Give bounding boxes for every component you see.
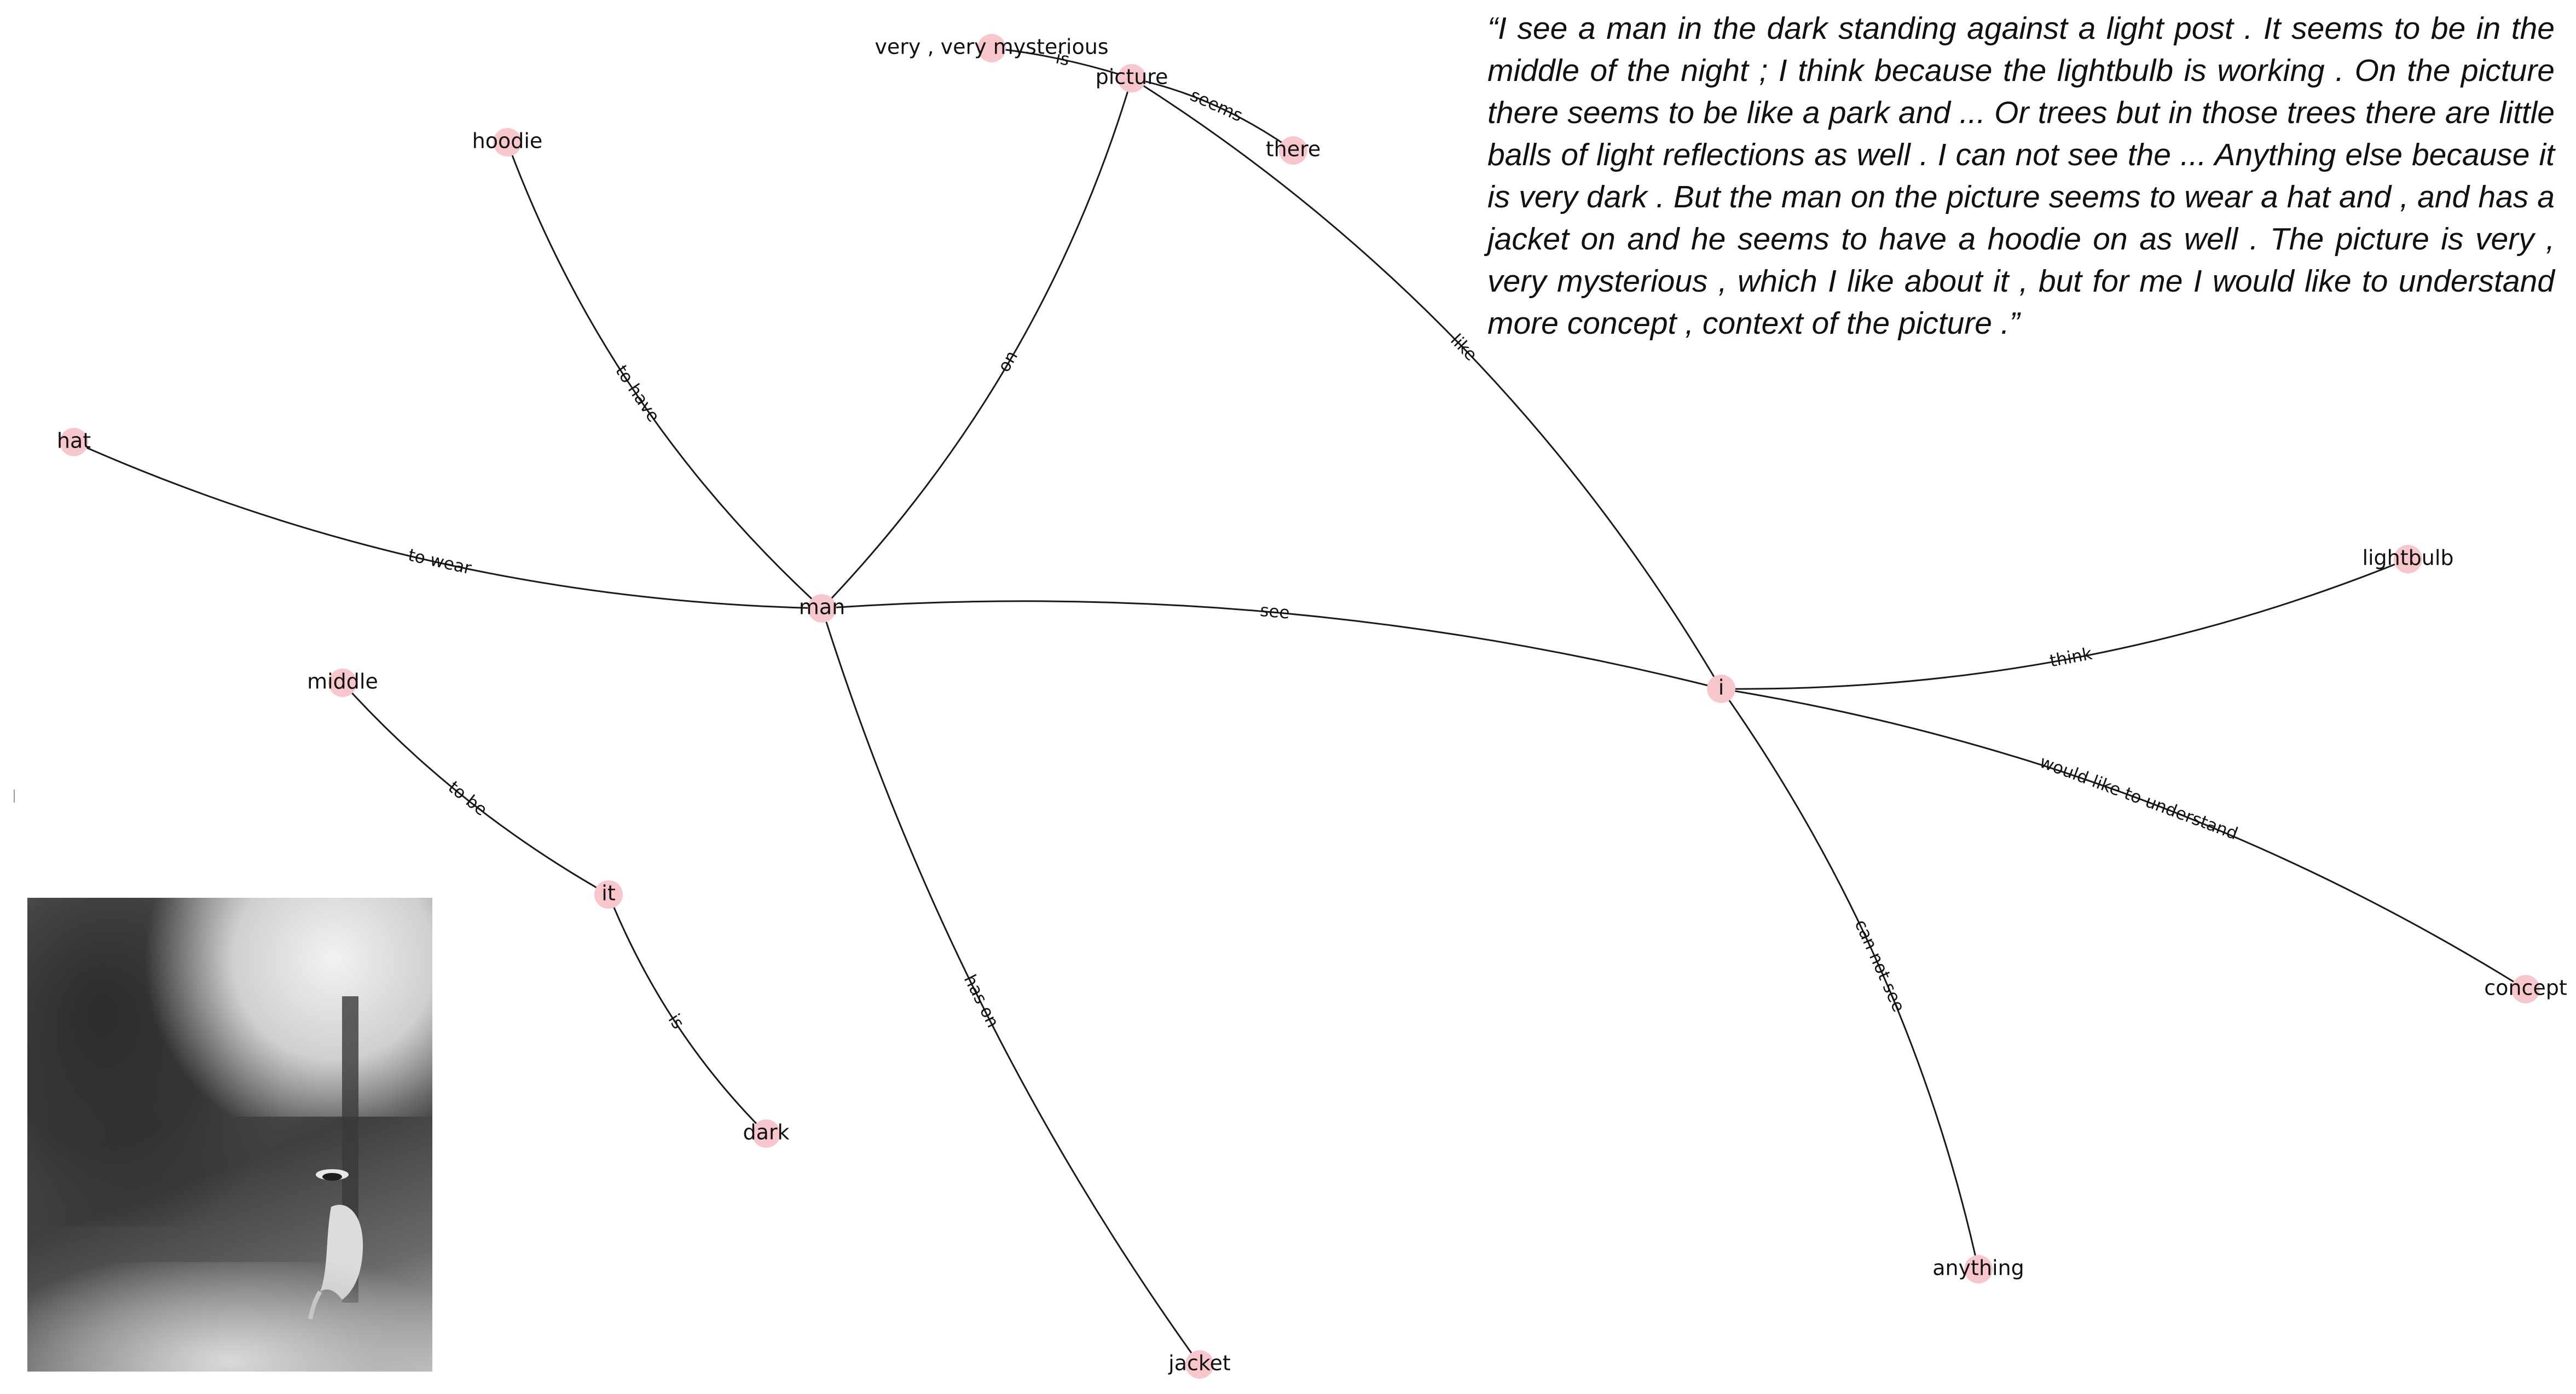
edge-label-i-concept: would like to understand bbox=[2037, 752, 2241, 844]
node-dark bbox=[752, 1119, 780, 1148]
node-concept bbox=[2511, 975, 2540, 1003]
edge-it-middle bbox=[345, 686, 609, 896]
edge-man-hat bbox=[78, 443, 823, 609]
edge-label-i-lightbulb: think bbox=[2048, 644, 2093, 671]
edge-i-picture bbox=[1136, 80, 1722, 689]
edge-man-hoodie bbox=[508, 147, 823, 609]
node-middle bbox=[328, 669, 357, 697]
edge-label-i-anything: can not see bbox=[1850, 917, 1908, 1015]
node-label-i: i bbox=[1718, 676, 1724, 700]
edge-label-it-dark: is bbox=[664, 1010, 688, 1032]
node-label-jacket: jacket bbox=[1168, 1351, 1231, 1375]
edge-label-there-picture: seems bbox=[1187, 85, 1246, 126]
node-label-anything: anything bbox=[1932, 1256, 2024, 1280]
transcript-quote: “I see a man in the dark standing agains… bbox=[1487, 11, 2555, 341]
node-there bbox=[1279, 136, 1307, 165]
edges bbox=[78, 47, 2521, 1361]
node-labels: very , very mysterious picture there hoodie… bbox=[57, 35, 2567, 1375]
photo-ground-fog bbox=[27, 1262, 432, 1372]
node-picture bbox=[1118, 64, 1146, 92]
node-label-lightbulb: lightbulb bbox=[2362, 546, 2453, 570]
edge-i-lightbulb bbox=[1721, 560, 2403, 690]
node-label-hat: hat bbox=[57, 429, 91, 453]
node-lightbulb bbox=[2394, 545, 2422, 573]
node-hoodie bbox=[493, 128, 522, 156]
edge-man-picture bbox=[821, 83, 1131, 609]
edge-label-man-hat: to wear bbox=[407, 545, 473, 579]
node-label-very_mysterious: very , very mysterious bbox=[875, 35, 1108, 59]
node-label-picture: picture bbox=[1096, 65, 1168, 89]
node-anything bbox=[1964, 1255, 1993, 1283]
edge-man-jacket bbox=[821, 608, 1197, 1361]
node-label-middle: middle bbox=[307, 670, 378, 694]
edge-label-man-jacket: has on bbox=[960, 972, 1003, 1031]
node-it bbox=[594, 880, 623, 909]
node-label-hoodie: hoodie bbox=[472, 129, 543, 153]
node-label-dark: dark bbox=[743, 1120, 789, 1145]
node-label-it: it bbox=[601, 881, 615, 905]
photo-thumbnail bbox=[27, 898, 432, 1372]
nodes bbox=[60, 34, 2540, 1379]
photo-fog bbox=[137, 898, 432, 1117]
node-man bbox=[808, 594, 836, 623]
edge-there-picture bbox=[1137, 78, 1294, 152]
node-very_mysterious bbox=[977, 34, 1006, 62]
edge-picture-very_mysterious bbox=[997, 47, 1132, 79]
axis-tick bbox=[14, 789, 15, 803]
edge-label-man-picture: on bbox=[994, 347, 1022, 376]
edge-it-dark bbox=[607, 894, 763, 1130]
node-label-there: there bbox=[1266, 137, 1321, 161]
node-i bbox=[1707, 675, 1735, 703]
node-label-concept: concept bbox=[2484, 976, 2567, 1000]
edge-label-i-man: see bbox=[1259, 601, 1290, 623]
edge-label-man-hoodie: to have bbox=[611, 362, 663, 426]
edge-i-man bbox=[827, 600, 1722, 690]
edge-i-anything bbox=[1720, 688, 1978, 1264]
node-label-man: man bbox=[799, 595, 845, 619]
edge-i-concept bbox=[1721, 688, 2521, 987]
node-hat bbox=[60, 428, 88, 456]
node-jacket bbox=[1185, 1350, 1214, 1379]
